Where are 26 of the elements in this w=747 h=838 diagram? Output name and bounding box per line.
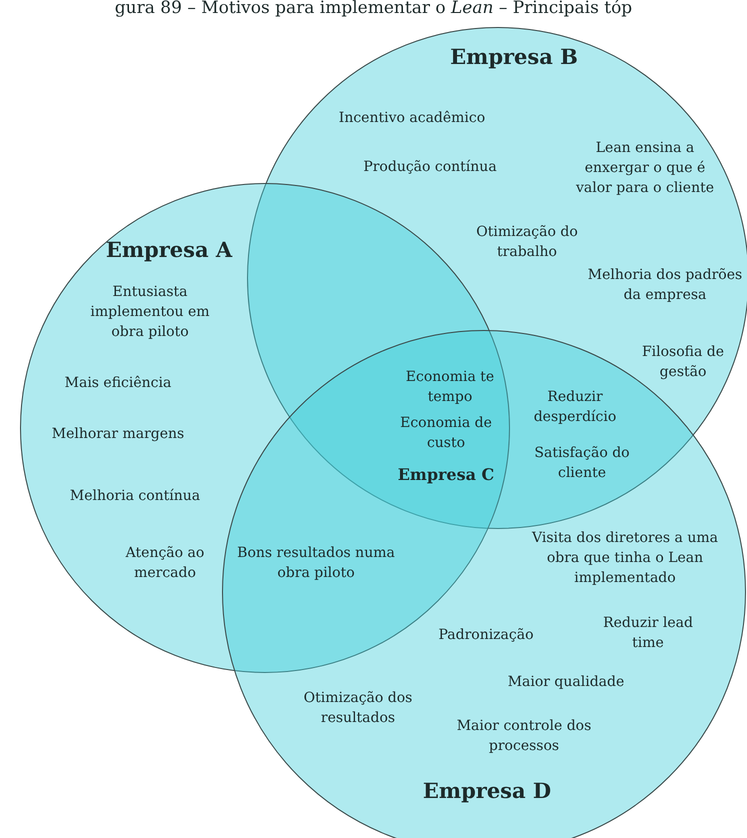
reason-text: Maior controle dos processos xyxy=(456,717,592,756)
reason-text: Incentivo acadêmico xyxy=(338,109,486,128)
circle-heading: Empresa A xyxy=(106,237,232,262)
reason-text: Otimização do trabalho xyxy=(475,223,579,262)
reason-text: Bons resultados numa obra piloto xyxy=(236,544,396,583)
reason-text: Padronização xyxy=(437,626,535,645)
circle-heading: Empresa D xyxy=(422,778,552,803)
reason-text: Economia de custo xyxy=(399,414,493,453)
region-heading: Empresa C xyxy=(396,465,496,485)
reason-text: Economia te tempo xyxy=(404,368,496,407)
reason-text: Melhoria contínua xyxy=(68,487,202,506)
reason-text: Filosofia de gestão xyxy=(640,343,726,382)
reason-text: Reduzir lead time xyxy=(602,614,694,653)
reason-text: Satisfação do cliente xyxy=(533,444,631,483)
reason-text: Visita dos diretores a uma obra que tinha o Lean implementado xyxy=(530,529,719,588)
reason-text: Reduzir desperdício xyxy=(532,388,618,427)
reason-text: Produção contínua xyxy=(362,158,498,177)
reason-text: Mais eficiência xyxy=(64,374,172,393)
reason-text: Atenção ao mercado xyxy=(124,544,206,583)
reason-text: Melhoria dos padrões da empresa xyxy=(586,266,744,305)
reason-text: Otimização dos resultados xyxy=(302,689,414,728)
reason-text: Lean ensina a enxergar o que é valor para o cliente xyxy=(575,139,715,198)
reason-text: Entusiasta implementou em obra piloto xyxy=(89,283,211,342)
reason-text: Melhorar margens xyxy=(50,425,186,444)
reason-text: Maior qualidade xyxy=(506,673,626,692)
circle-heading: Empresa B xyxy=(450,44,578,69)
